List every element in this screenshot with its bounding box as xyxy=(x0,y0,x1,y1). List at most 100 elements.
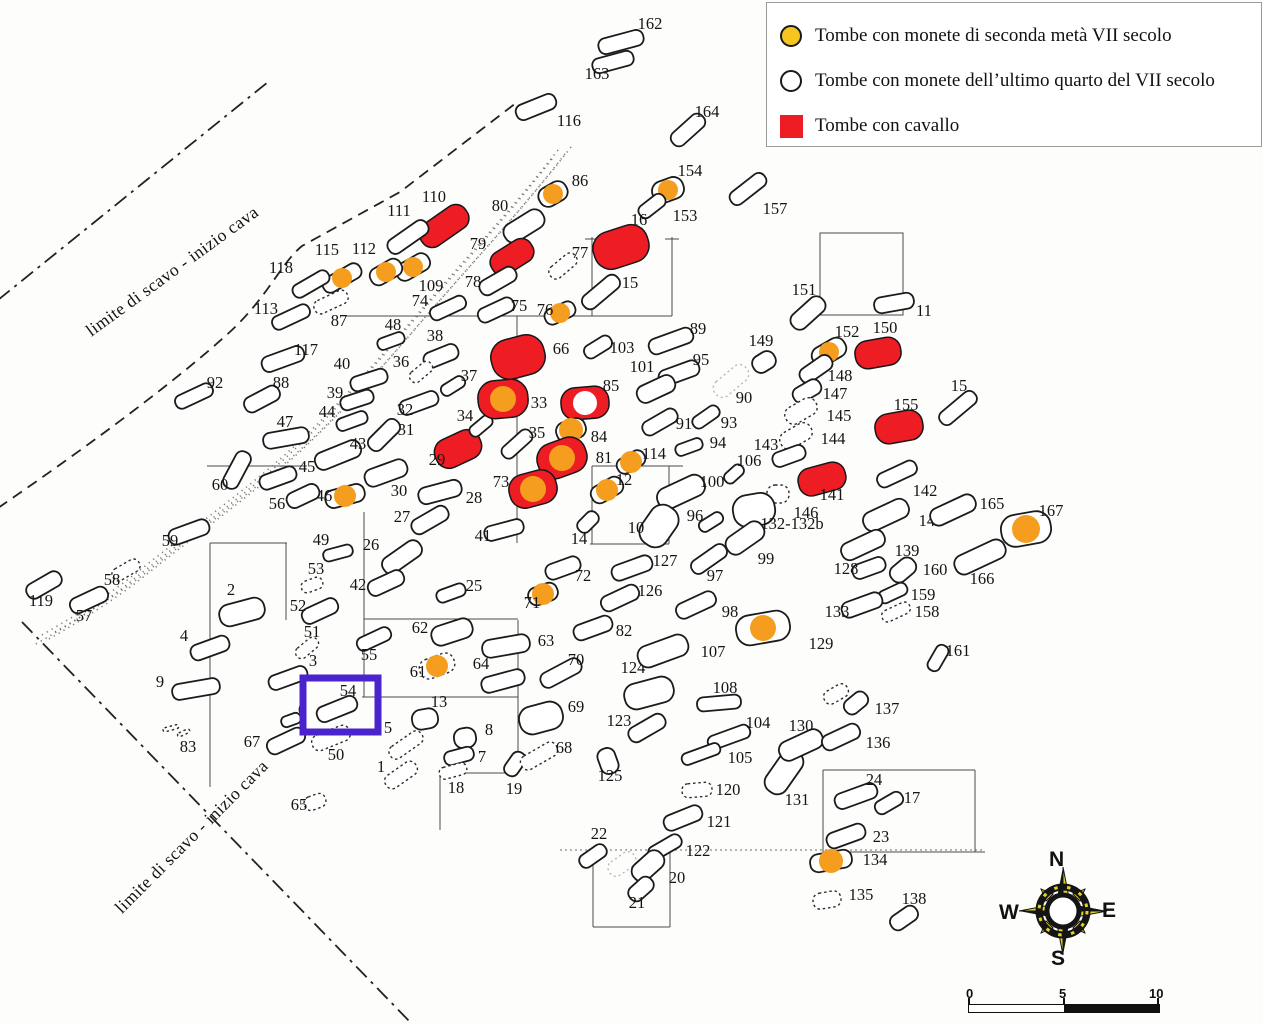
tomb-number: 100 xyxy=(700,472,725,491)
tomb-number: 164 xyxy=(695,102,720,121)
tomb-133: 133 xyxy=(825,591,884,621)
tomb-58: 58 xyxy=(104,558,141,589)
tomb-shape xyxy=(630,849,666,883)
tomb-78: 78 xyxy=(465,265,518,297)
tomb-shape xyxy=(500,428,534,460)
tomb-61: 61 xyxy=(410,652,456,681)
tomb-number: 123 xyxy=(607,711,632,730)
tomb-number: 29 xyxy=(429,450,446,469)
tomb-number: 105 xyxy=(728,748,753,767)
tomb-number: 118 xyxy=(269,258,293,277)
tomb-number: 162 xyxy=(638,14,663,33)
tomb-131: 131 xyxy=(763,748,809,809)
tomb-91: 91 xyxy=(641,407,692,437)
tomb-12: 12 xyxy=(589,470,632,505)
tomb-shape xyxy=(862,497,910,533)
tomb-17: 17 xyxy=(873,788,920,816)
legend-item-horse-tombs: Tombe con cavallo xyxy=(767,109,1261,143)
tomb-shape xyxy=(697,511,725,533)
tomb-shape xyxy=(728,171,768,207)
tomb-number: 55 xyxy=(361,645,378,664)
tomb-number: 28 xyxy=(466,488,483,507)
tomb-shape xyxy=(355,626,393,652)
tomb-number: 19 xyxy=(506,779,523,798)
tomb-shape xyxy=(777,728,825,762)
tomb-62: 62 xyxy=(412,617,474,647)
tomb-shape xyxy=(25,570,63,600)
tomb-number: 22 xyxy=(591,824,608,843)
tomb-number: 165 xyxy=(980,494,1005,513)
tomb-63: 63 xyxy=(481,631,554,659)
tomb-shape xyxy=(641,407,679,437)
tomb-number: 4 xyxy=(180,626,188,645)
tomb-shape xyxy=(880,601,912,623)
tomb-number: 106 xyxy=(737,451,762,470)
tomb-76: 76 xyxy=(537,300,577,326)
tomb-shape xyxy=(784,396,818,426)
tomb-number: 139 xyxy=(895,541,920,560)
white-dot-icon xyxy=(573,391,597,415)
tomb-number: 63 xyxy=(538,631,555,650)
tomb-number: 70 xyxy=(568,650,585,669)
tomb-number: 155 xyxy=(894,395,919,414)
tomb-shape xyxy=(349,367,389,393)
tomb-number: 11 xyxy=(916,301,932,320)
tomb-73: 73 xyxy=(493,469,558,509)
coin-dot-icon xyxy=(376,262,396,282)
tomb-shape xyxy=(888,556,918,584)
tomb-125: 125 xyxy=(596,747,622,785)
tomb-54: 54 xyxy=(315,681,359,724)
tomb-137: 137 xyxy=(842,690,899,718)
red-square-icon xyxy=(779,114,803,138)
tomb-number: 5 xyxy=(384,718,392,737)
tomb-8: 8 xyxy=(452,720,493,750)
coin-dot-icon xyxy=(549,445,575,471)
tomb-number: 16 xyxy=(631,210,648,229)
tomb-number: 25 xyxy=(466,576,483,595)
compass-north-label: N xyxy=(1049,848,1065,871)
tomb-number: 166 xyxy=(970,569,995,588)
coin-dot-icon xyxy=(596,479,618,501)
tomb-number: 26 xyxy=(363,535,380,554)
tomb-number: 94 xyxy=(710,433,727,452)
tomb-shape xyxy=(662,804,704,832)
tomb-shape xyxy=(322,543,354,563)
tomb-shape xyxy=(489,237,535,277)
tomb-5: 5 xyxy=(384,718,424,760)
tomb-shape xyxy=(222,450,252,490)
tomb-shape xyxy=(300,576,324,594)
tomb-92: 92 xyxy=(174,373,223,410)
tomb-41: 41 xyxy=(475,518,525,545)
coin-dot-icon xyxy=(1012,515,1040,543)
tomb-shape xyxy=(812,890,842,910)
tomb-number: 129 xyxy=(809,634,834,653)
tomb-166: 166 xyxy=(953,538,1007,588)
tomb-number: 14 xyxy=(571,529,588,548)
tomb-shape xyxy=(300,597,340,625)
tomb-47: 47 xyxy=(262,412,310,450)
tomb-9: 9 xyxy=(156,672,221,701)
tomb-number: 73 xyxy=(493,472,510,491)
tomb-130: 130 xyxy=(777,716,825,762)
tomb-101: 101 xyxy=(630,357,677,404)
tomb-number: 18 xyxy=(448,778,465,797)
tomb-number: 127 xyxy=(653,551,678,570)
tomb-number: 110 xyxy=(422,187,446,206)
tomb-100: 100 xyxy=(656,472,725,511)
tomb-number: 40 xyxy=(334,354,351,373)
tomb-66: 66 xyxy=(490,333,569,381)
tomb-106: 106 xyxy=(723,451,762,485)
tomb-shape xyxy=(189,634,231,662)
tomb-45: 45 xyxy=(258,457,315,491)
legend-label: Tombe con monete dell’ultimo quarto del … xyxy=(815,70,1215,91)
tomb-144: 144 xyxy=(779,421,845,451)
tomb-shape xyxy=(294,636,320,660)
tomb-69: 69 xyxy=(518,697,584,736)
tomb-74: 74 xyxy=(412,291,468,322)
tomb-number: 141 xyxy=(820,485,845,504)
tomb-shape xyxy=(851,556,887,580)
tomb-shape xyxy=(218,596,266,628)
tomb-number: 77 xyxy=(572,243,589,262)
tomb-shape xyxy=(410,504,450,536)
tomb-number: 32 xyxy=(397,400,414,419)
